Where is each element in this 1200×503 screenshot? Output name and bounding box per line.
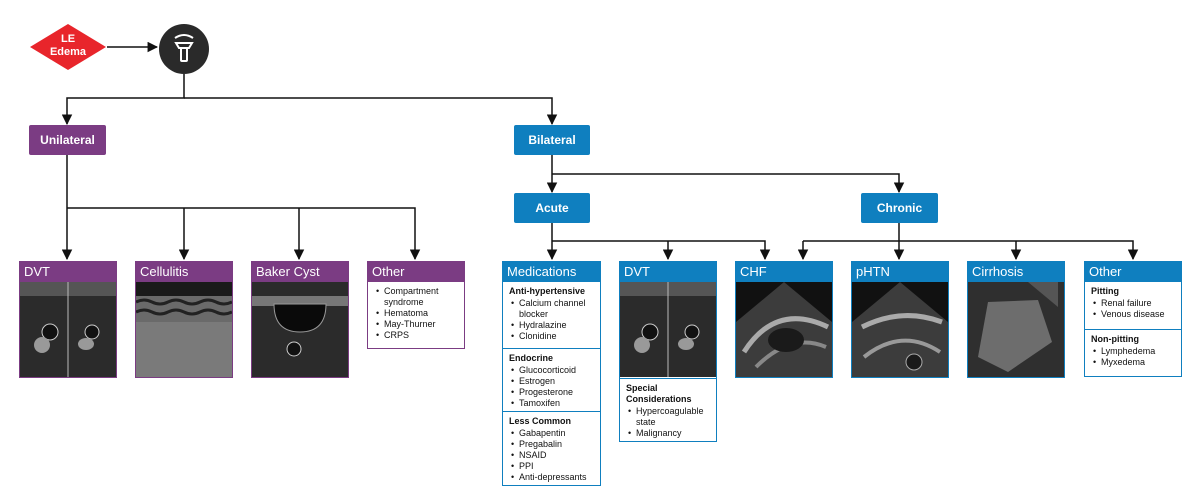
bilateral-other-card: Other Pitting Renal failure Venous disea… (1084, 261, 1182, 377)
medications-section-3: Less Common Gabapentin Pregabalin NSAID … (503, 411, 600, 487)
list-item: Hypercoagulable state (628, 406, 710, 428)
pitting-section: Pitting Renal failure Venous disease (1085, 282, 1181, 324)
unilateral-other-card: Other Compartment syndrome Hematoma May-… (367, 261, 465, 349)
le-edema-node: LE Edema (28, 22, 108, 72)
le-edema-label-line1: LE (60, 33, 76, 45)
liver-ultrasound-image (968, 282, 1064, 377)
phtn-card: pHTN (851, 261, 949, 378)
list-item: Clonidine (511, 331, 594, 342)
le-edema-label-line2: Edema (49, 46, 87, 58)
card-title: Cellulitis (136, 262, 232, 282)
baker-cyst-card: Baker Cyst (251, 261, 349, 378)
list-item: Hydralazine (511, 320, 594, 331)
ultrasound-compression-image (20, 282, 116, 377)
list-item: Glucocorticoid (511, 365, 594, 376)
medications-card: Medications Anti-hypertensive Calcium ch… (502, 261, 601, 486)
list-item: Calcium channel blocker (511, 298, 594, 320)
unilateral-dvt-card: DVT (19, 261, 117, 378)
card-title: DVT (620, 262, 716, 282)
card-title: pHTN (852, 262, 948, 282)
chronic-node: Chronic (861, 193, 938, 223)
list-item: Lymphedema (1093, 346, 1175, 357)
cellulitis-card: Cellulitis (135, 261, 233, 378)
card-title: Other (368, 262, 464, 282)
list-item: Anti-depressants (511, 472, 594, 483)
section-heading: Less Common (509, 416, 572, 426)
other-list: Compartment syndrome Hematoma May-Thurne… (368, 282, 464, 345)
cardiac-ultrasound-image (736, 282, 832, 377)
ultrasound-probe-icon (159, 24, 209, 74)
medications-section-1: Anti-hypertensive Calcium channel blocke… (503, 282, 600, 346)
card-title: DVT (20, 262, 116, 282)
bilateral-node: Bilateral (514, 125, 590, 155)
card-title: Baker Cyst (252, 262, 348, 282)
list-item: Compartment syndrome (376, 286, 458, 308)
list-item: May-Thurner (376, 319, 458, 330)
list-item: Hematoma (376, 308, 458, 319)
list-item: PPI (511, 461, 594, 472)
section-heading: Special Considerations (626, 383, 692, 404)
card-title: Cirrhosis (968, 262, 1064, 282)
ultrasound-cobblestone-image (136, 282, 232, 377)
card-title: CHF (736, 262, 832, 282)
cardiac-ultrasound-image (852, 282, 948, 377)
list-item: Pregabalin (511, 439, 594, 450)
cirrhosis-card: Cirrhosis (967, 261, 1065, 378)
section-heading: Endocrine (509, 353, 554, 363)
list-item: Malignancy (628, 428, 710, 439)
list-item: Gabapentin (511, 428, 594, 439)
non-pitting-section: Non-pitting Lymphedema Myxedema (1085, 329, 1181, 372)
list-item: NSAID (511, 450, 594, 461)
list-item: Renal failure (1093, 298, 1175, 309)
list-item: CRPS (376, 330, 458, 341)
medications-section-2: Endocrine Glucocorticoid Estrogen Proges… (503, 348, 600, 413)
ultrasound-compression-image (620, 282, 716, 377)
card-title: Other (1085, 262, 1181, 282)
list-item: Progesterone (511, 387, 594, 398)
list-item: Estrogen (511, 376, 594, 387)
acute-node: Acute (514, 193, 590, 223)
list-item: Tamoxifen (511, 398, 594, 409)
section-heading: Anti-hypertensive (509, 286, 586, 296)
section-heading: Non-pitting (1091, 334, 1139, 344)
list-item: Venous disease (1093, 309, 1175, 320)
special-considerations-section: Special Considerations Hypercoagulable s… (620, 378, 716, 443)
list-item: Myxedema (1093, 357, 1175, 368)
unilateral-node: Unilateral (29, 125, 106, 155)
bilateral-dvt-card: DVT Special Considerations Hypercoagulab… (619, 261, 717, 442)
chf-card: CHF (735, 261, 833, 378)
ultrasound-cyst-image (252, 282, 348, 377)
card-title: Medications (503, 262, 600, 282)
section-heading: Pitting (1091, 286, 1119, 296)
